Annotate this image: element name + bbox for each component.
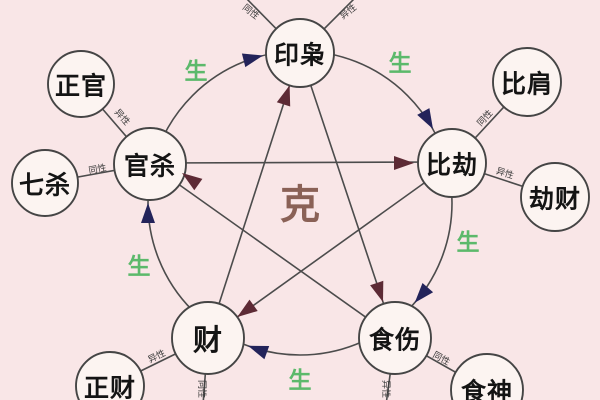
overcome-arrow-into-shishang (370, 280, 384, 302)
generate-arrow-into-cai (248, 345, 270, 360)
node-guansha-label: 官杀 (124, 152, 176, 181)
generate-arrow-into-bijie (417, 108, 433, 129)
node-bijie-circle (417, 128, 487, 198)
overcome-arrow-into-guansha (182, 173, 203, 191)
node-shishen-label: 食神 (461, 378, 513, 400)
rel-label-bijian: 同性 (474, 107, 495, 128)
node-guansha-circle (113, 127, 187, 201)
overcome-line-shishang-guansha (149, 163, 396, 339)
node-shishang-circle (358, 301, 432, 375)
node-jiecai-circle (520, 162, 590, 232)
generate-arrow-into-guansha (141, 203, 155, 223)
node-zhengcai-circle (75, 351, 145, 400)
node-yinxiao-label: 印枭 (274, 41, 326, 70)
node-zhengcai-label: 正财 (84, 374, 136, 400)
sheng-label-top-right: 生 (389, 51, 412, 77)
node-shishen-circle (450, 353, 524, 400)
node-bijie-label: 比劫 (426, 151, 478, 180)
rel-label-jiecai: 异性 (495, 165, 516, 182)
rel-label-top-left: 同性 (240, 1, 262, 22)
node-bijian-label: 比肩 (501, 70, 553, 99)
rel-label-qisha: 同性 (88, 162, 108, 177)
overcome-arrow-into-yinxiao (276, 85, 291, 107)
node-jiecai-label: 劫财 (529, 185, 581, 214)
node-zhengguan-circle (47, 50, 115, 118)
sheng-label-top-left: 生 (185, 59, 208, 85)
overcome-arrow-into-cai (237, 299, 258, 317)
generate-arrow-into-yinxiao (241, 53, 263, 68)
rel-label-shishen: 同性 (431, 349, 453, 368)
overcome-arrow-into-bijie (394, 156, 414, 170)
sheng-label-right: 生 (457, 230, 480, 256)
generate-arrow-into-shishang (414, 283, 434, 303)
sheng-label-left: 生 (128, 254, 151, 280)
node-qisha-label: 七杀 (19, 171, 71, 200)
rel-label-zhengcai: 异性 (146, 347, 167, 366)
node-qisha-circle (11, 149, 79, 217)
node-bijian-circle (492, 47, 562, 117)
rel-label-bottom-cai: 同性 (196, 380, 208, 398)
center-ke-label: 克 (280, 182, 320, 228)
node-zhengguan-label: 正官 (55, 72, 107, 101)
node-cai-circle (171, 301, 245, 375)
sheng-label-bottom: 生 (289, 368, 312, 394)
node-shishang-label: 食伤 (369, 326, 421, 355)
node-yinxiao-circle (265, 18, 335, 88)
rel-label-bottom-shishang: 异性 (380, 380, 392, 398)
node-cai-label: 财 (193, 323, 223, 357)
